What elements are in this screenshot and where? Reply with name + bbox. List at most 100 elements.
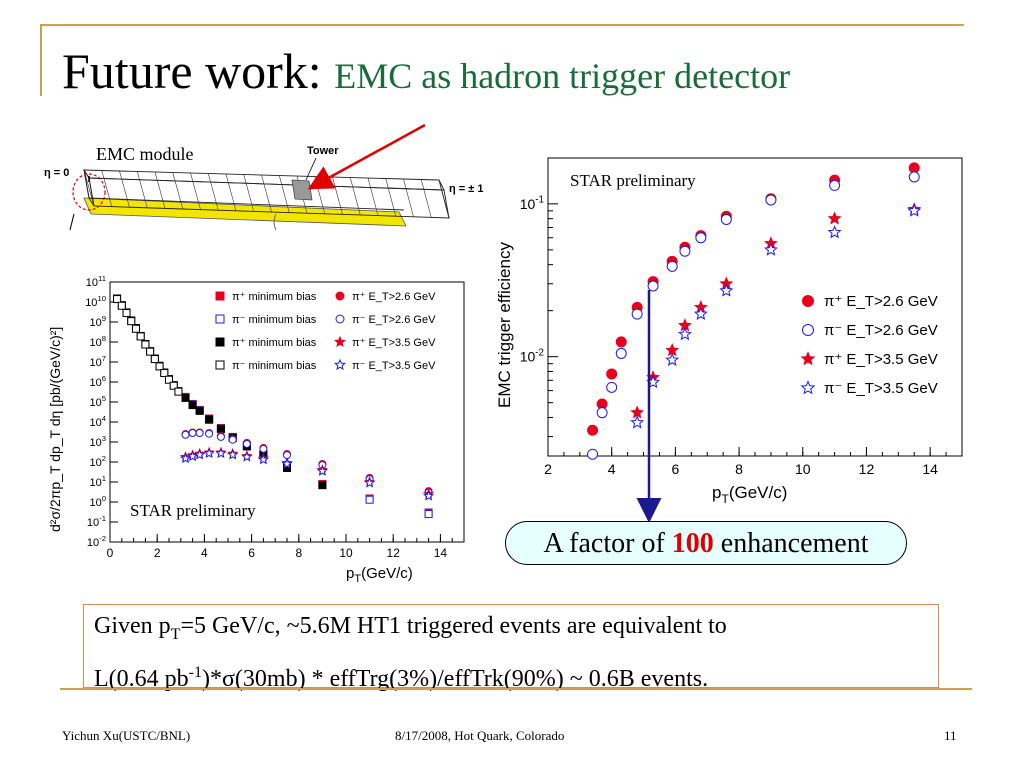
- data-point: [364, 477, 376, 488]
- data-point: [136, 332, 145, 341]
- legend-label: π⁻ minimum bias: [232, 314, 317, 326]
- data-point: [318, 481, 327, 490]
- title-main: Future work:: [62, 43, 335, 99]
- data-point: [719, 283, 734, 297]
- x-tick-label: 6: [248, 546, 255, 560]
- data-point: [615, 347, 627, 359]
- star-preliminary-label: STAR preliminary: [130, 501, 256, 520]
- y-tick-label: 1010: [85, 294, 106, 309]
- wire-segment: [225, 173, 237, 211]
- info-box: Given pT=5 GeV/c, ~5.6M HT1 triggered ev…: [83, 604, 939, 692]
- data-point: [720, 213, 732, 225]
- data-point: [228, 435, 237, 444]
- data-point: [117, 301, 126, 310]
- title-sub: EMC as hadron trigger detector: [334, 56, 791, 96]
- data-point: [216, 424, 225, 433]
- data-point: [181, 430, 190, 439]
- data-point: [205, 415, 214, 424]
- data-point: [241, 451, 253, 462]
- legend-label: π⁺ E_T>2.6 GeV: [352, 291, 436, 303]
- data-point: [181, 393, 190, 402]
- x-tick-label: 4: [201, 546, 208, 560]
- emc-module-label: EMC module: [96, 144, 194, 164]
- legend-label: π⁺ E_T>3.5 GeV: [352, 337, 436, 349]
- wire-segment: [83, 169, 95, 207]
- data-point: [907, 203, 922, 217]
- y-tick-label: 104: [89, 414, 106, 429]
- base-curve: [273, 213, 277, 231]
- data-point: [423, 490, 435, 501]
- x-tick-label: 0: [107, 546, 114, 560]
- frame-top-rule: [40, 24, 964, 26]
- callout-prefix: A factor of: [543, 528, 672, 559]
- data-point: [281, 458, 293, 469]
- slide-title: Future work: EMC as hadron trigger detec…: [62, 42, 790, 100]
- wire-segment: [349, 177, 361, 216]
- data-point: [194, 448, 206, 460]
- data-point: [424, 510, 433, 519]
- data-point: [693, 306, 708, 320]
- y-tick-label: 108: [89, 334, 106, 349]
- data-point: [127, 317, 136, 326]
- legend-marker: [215, 360, 225, 370]
- data-point: [587, 448, 599, 460]
- series-group: [630, 203, 922, 429]
- wire-segment: [420, 179, 432, 218]
- series-group: [113, 295, 183, 396]
- data-point: [679, 245, 691, 257]
- legend-label: π⁻ E_T>3.5 GeV: [824, 380, 938, 397]
- series-group: [181, 429, 433, 497]
- legend-label: π⁺ E_T>3.5 GeV: [824, 351, 938, 368]
- data-point: [606, 381, 618, 393]
- legend-marker: [800, 380, 816, 395]
- eta-zero-label: η = 0: [44, 167, 69, 179]
- data-point: [765, 194, 777, 206]
- footer-page: 11: [944, 728, 957, 743]
- wire-segment: [154, 171, 166, 209]
- y-tick-label: 10-2: [87, 534, 106, 549]
- y-axis-label: EMC trigger efficiency: [495, 242, 514, 408]
- star-preliminary-label: STAR preliminary: [570, 171, 696, 190]
- wire-segment: [278, 175, 290, 213]
- data-point: [188, 429, 197, 438]
- legend-marker: [335, 314, 345, 324]
- data-point: [187, 450, 199, 462]
- x-tick-label: 4: [608, 461, 616, 477]
- data-point: [195, 429, 204, 438]
- info-line-2-sup: -1: [188, 663, 202, 681]
- data-point: [174, 387, 183, 396]
- legend-label: π⁻ minimum bias: [232, 360, 317, 372]
- x-tick-label: 6: [671, 461, 679, 477]
- wire-segment: [403, 178, 414, 217]
- data-point: [695, 232, 707, 244]
- data-point: [242, 439, 251, 448]
- data-point: [160, 369, 169, 378]
- info-line-2: L(0.64 pb-1)*σ(30mb) * effTrg(3%)/effTrk…: [94, 654, 928, 698]
- data-point: [150, 355, 159, 364]
- data-point: [122, 309, 131, 318]
- data-point: [205, 429, 214, 438]
- legend-marker: [334, 335, 346, 348]
- data-point: [365, 495, 374, 504]
- data-point: [615, 336, 627, 348]
- base-edge-left: [69, 213, 75, 231]
- footer-author: Yichun Xu(USTC/BNL): [62, 728, 191, 743]
- data-point: [316, 465, 328, 476]
- legend-marker: [800, 351, 816, 366]
- wire-segment: [438, 179, 450, 219]
- legend-marker: [802, 324, 814, 336]
- data-point: [596, 407, 608, 419]
- frame-bottom-rule: [60, 688, 972, 690]
- tower-cell: [291, 179, 313, 201]
- series-group: [587, 171, 920, 460]
- data-point: [631, 308, 643, 320]
- x-tick-label: 10: [339, 546, 353, 560]
- data-point: [188, 401, 197, 410]
- data-point: [203, 447, 215, 459]
- info-line-1-sub: T: [170, 625, 181, 643]
- data-point: [665, 352, 680, 366]
- legend-marker: [215, 337, 225, 347]
